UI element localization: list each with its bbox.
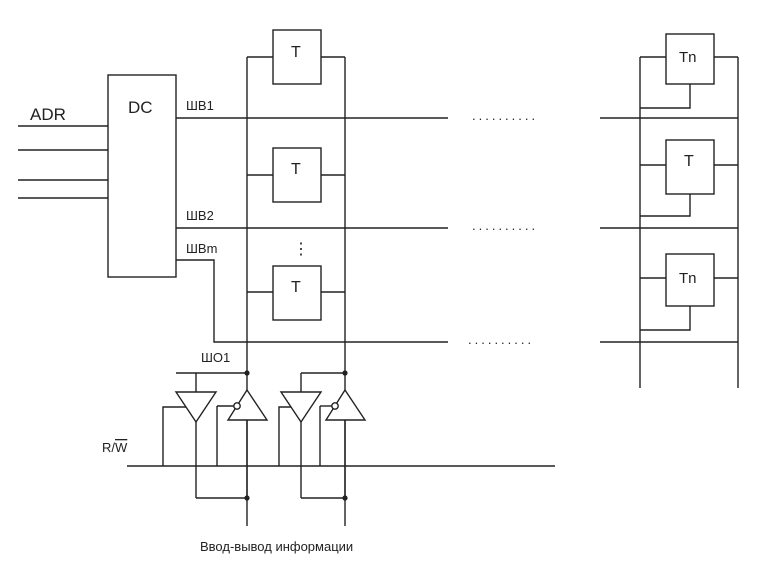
ellipsis-row-m: .......... xyxy=(468,332,534,347)
decoder-label: DC xyxy=(128,98,153,117)
rw-label: R/W xyxy=(102,440,128,455)
address-lines xyxy=(18,125,108,199)
word-lines xyxy=(176,117,738,343)
adr-label: ADR xyxy=(30,105,66,124)
cell-col1-row1-label: T xyxy=(291,44,301,61)
cell-coln-row2 xyxy=(640,139,738,217)
cell-col1-row2 xyxy=(247,147,345,203)
amplifier-group-column-1 xyxy=(162,370,269,501)
amplifier-group-column-2 xyxy=(278,370,367,501)
cell-coln-row1 xyxy=(640,33,738,109)
cell-coln-row-m xyxy=(640,253,738,331)
decoder-block xyxy=(107,74,177,278)
output-line-label: ШО1 xyxy=(201,350,230,365)
cell-coln-row2-label: T xyxy=(684,153,694,170)
ellipsis-row-1: .......... xyxy=(472,108,538,123)
word-line-1-label: ШВ1 xyxy=(186,98,214,113)
cell-col1-row-m-label: T xyxy=(291,279,301,296)
cell-coln-row1-label: Tn xyxy=(679,49,697,66)
cell-col1-row2-label: T xyxy=(291,161,301,178)
word-line-m-label: ШВm xyxy=(186,241,217,256)
ellipsis-row-2: .......... xyxy=(472,218,538,233)
word-line-2-label: ШВ2 xyxy=(186,208,214,223)
cell-col1-row-m xyxy=(247,265,345,321)
io-caption: Ввод-вывод информации xyxy=(200,539,353,554)
bit-lines-column-n xyxy=(639,57,739,388)
vertical-ellipsis: ⋮ xyxy=(293,241,309,258)
cell-coln-row-m-label: Tn xyxy=(679,270,697,287)
cell-col1-row1 xyxy=(247,29,345,85)
